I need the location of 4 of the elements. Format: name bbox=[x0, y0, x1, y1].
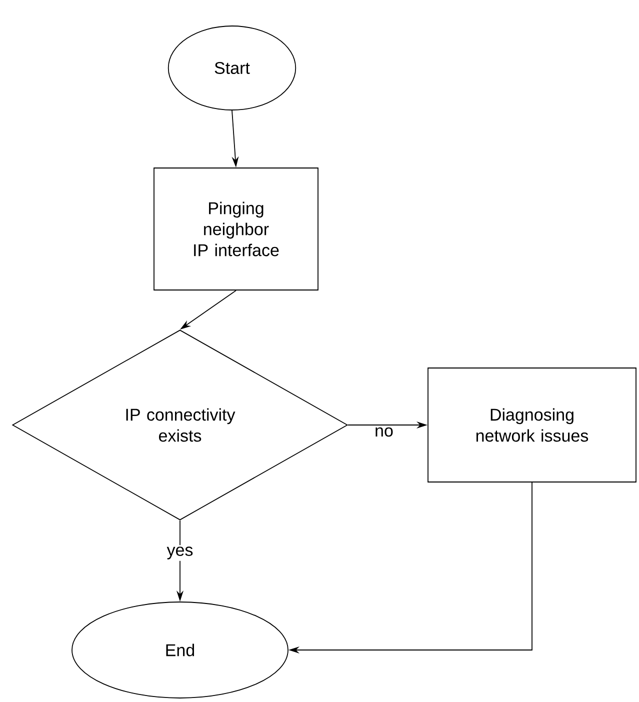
edge-label: no bbox=[373, 426, 395, 438]
edge-label: yes bbox=[165, 545, 195, 561]
process-box: Diagnosing network issues bbox=[428, 368, 636, 482]
process-box: Pinging neighbor IP interface bbox=[154, 168, 318, 290]
